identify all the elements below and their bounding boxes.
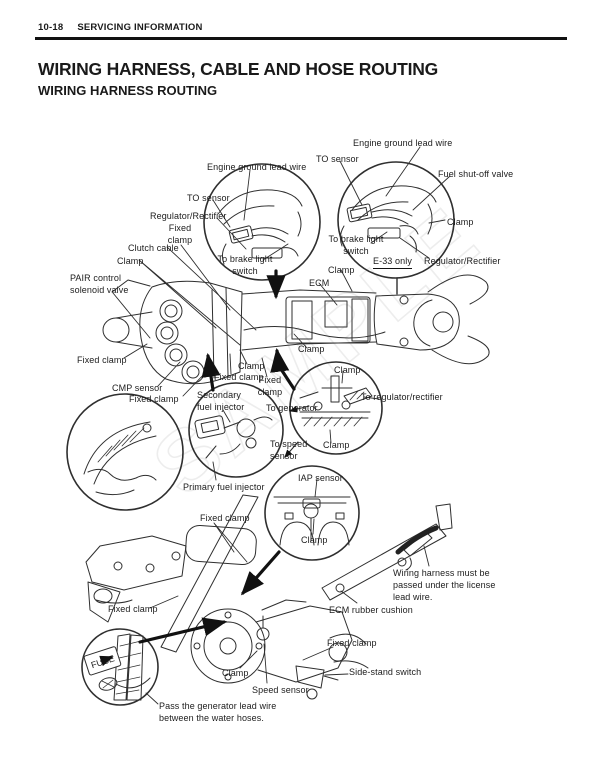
diagram-label-e33-only: E-33 only — [373, 255, 412, 269]
diagram-label-iap-sensor: IAP sensor — [298, 473, 343, 483]
sketch-generator-area — [299, 375, 373, 427]
diagram-label-speed-sensor: Speed sensor — [252, 685, 309, 695]
diagram-label-fixed-clamp-bottom-right: Fixed clamp — [327, 638, 377, 648]
diagram-label-side-stand-switch: Side-stand switch — [349, 667, 422, 677]
diagram-label-generator-note: Pass the generator lead wire between the… — [159, 701, 277, 723]
page-title: WIRING HARNESS, CABLE AND HOSE ROUTING — [38, 59, 439, 79]
diagram-label-clamp-mid: Clamp — [238, 361, 265, 371]
page-subtitle: WIRING HARNESS ROUTING — [38, 83, 218, 98]
diagram-label-ecm: ECM — [309, 278, 330, 288]
diagram-label-fixed-clamp-top: Fixed clamp — [167, 223, 193, 245]
diagram-label-clutch-cable: Clutch cable — [128, 243, 179, 253]
diagram-label-to-sensor-left: TO sensor — [187, 193, 230, 203]
leader-lines — [112, 146, 451, 705]
emphasis-arrows — [138, 269, 296, 644]
sketch-front-frame-left — [217, 189, 303, 265]
wiring-harness-diagram: SAMPLE — [0, 110, 600, 776]
wiring-diagram-illustration: SAMPLE — [66, 146, 500, 706]
diagram-label-fixed-clamp-frame: Fixed clamp — [200, 513, 250, 523]
diagram-label-fixed-clamp-cmp: Fixed clamp — [129, 394, 179, 404]
diagram-label-clamp-mid-right: Clamp — [298, 344, 325, 354]
diagram-label-clamp-iap: Clamp — [301, 535, 328, 545]
sketch-frame-corner — [83, 421, 157, 496]
diagram-label-engine-ground-lead-wire-left: Engine ground lead wire — [207, 162, 307, 172]
sketch-engine-bottom — [190, 599, 369, 700]
diagram-label-clamp-right-callout: Clamp — [447, 217, 474, 227]
sketch-iap-sensor — [273, 496, 351, 546]
diagram-label-fixed-clamp-mid: Fixed clamp — [214, 372, 264, 382]
callout-circle-right-top — [337, 161, 455, 279]
direction-arrows — [99, 405, 310, 667]
callout-circle-injector — [188, 382, 284, 478]
diagram-label-clamp-left: Clamp — [117, 256, 144, 266]
diagram-label-to-brake-light-switch-left: To brake light switch — [217, 254, 273, 276]
diagram-label-fixed-clamp-left: Fixed clamp — [77, 355, 127, 365]
diagram-label-ecm-rubber-cushion: ECM rubber cushion — [329, 605, 413, 615]
diagram-label-regulator-rectifier-right: Regulator/Rectifier — [424, 256, 501, 266]
diagram-label-to-speed-sensor: To speed sensor — [270, 439, 308, 461]
diagram-label-to-brake-light-switch-right: To brake light switch — [328, 234, 384, 256]
diagram-label-cmp-sensor: CMP sensor — [112, 383, 163, 393]
diagram-label-pair-control-solenoid-valve: PAIR control solenoid valve — [70, 273, 129, 295]
diagram-label-engine-ground-lead-wire-right: Engine ground lead wire — [353, 138, 453, 148]
callout-circle-left-top — [203, 163, 321, 281]
page-header: 10-18 SERVICING INFORMATION — [38, 22, 203, 33]
main-bike-top-view — [102, 274, 490, 385]
sketch-seat-rail — [321, 503, 453, 601]
header-rule — [35, 37, 567, 40]
diagram-label-secondary-fuel-injector: Secondary fuel injector — [197, 390, 245, 412]
diagram-label-clamp-ecm: Clamp — [328, 265, 355, 275]
diagram-label-to-sensor-right: TO sensor — [316, 154, 359, 164]
sketch-fuel-injectors — [194, 415, 273, 459]
diagram-label-clamp-generator-bottom: Clamp — [323, 440, 350, 450]
page-number: 10-18 — [38, 22, 64, 33]
diagram-label-fuel-shut-off-valve: Fuel shut-off valve — [438, 169, 514, 179]
diagram-label-fixed-clamp-pair2: Fixed clamp — [257, 375, 283, 397]
diagram-label-license-note: Wiring harness must be passed under the … — [393, 568, 496, 602]
callout-circle-iap — [264, 465, 360, 561]
diagram-label-to-generator: To generator — [266, 403, 318, 413]
callout-circle-fuse — [81, 628, 159, 706]
diagram-label-fixed-clamp-bottom-left: Fixed clamp — [108, 604, 158, 614]
diagram-label-clamp-bottom: Clamp — [222, 668, 249, 678]
diagram-label-regulator-rectifier-left: Regulator/Rectifier — [150, 211, 227, 221]
section-title: SERVICING INFORMATION — [77, 22, 203, 33]
diagram-label-clamp-generator-top: Clamp — [334, 365, 361, 375]
callout-circle-frame — [66, 393, 184, 511]
diagram-label-primary-fuel-injector: Primary fuel injector — [183, 482, 265, 492]
sketch-rear-frame-left — [85, 494, 259, 653]
diagram-label-to-regulator-rectifier: To regulator/rectifier — [361, 392, 443, 402]
